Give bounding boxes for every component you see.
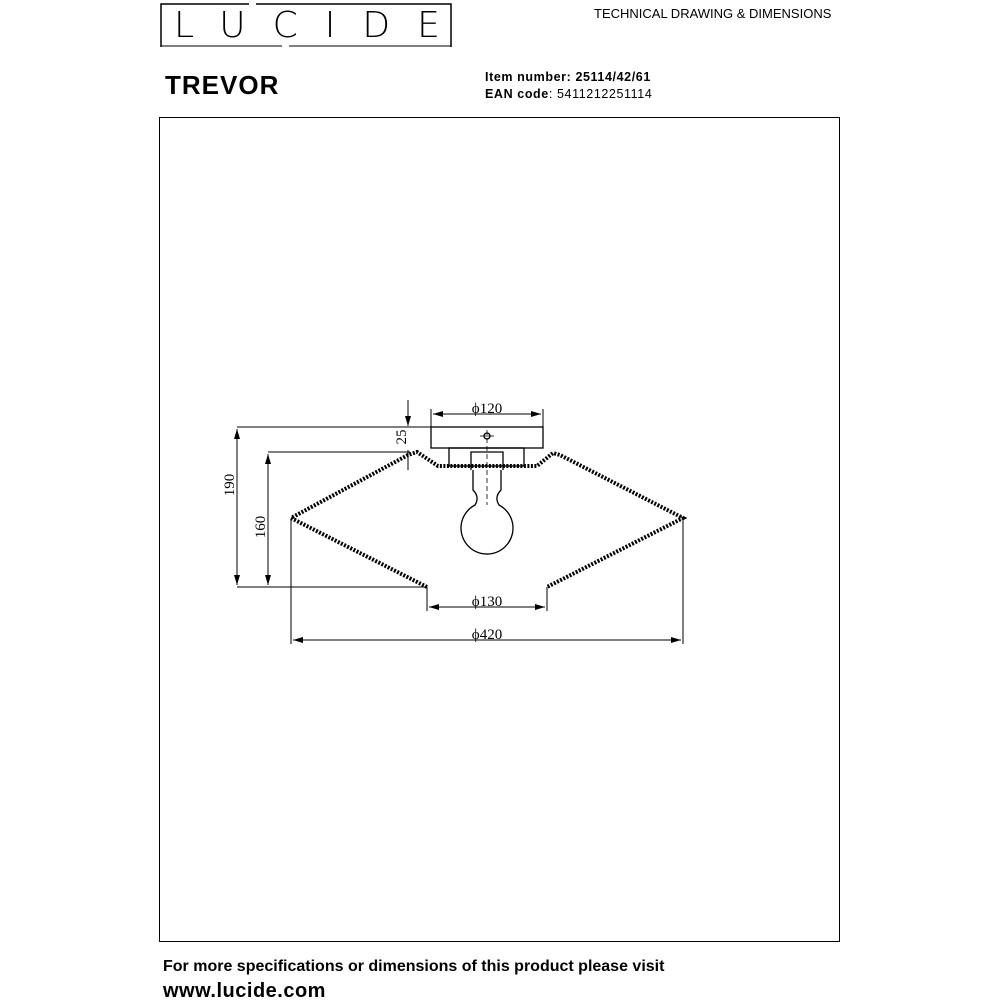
dim-bottom-opening: ϕ130 bbox=[472, 594, 502, 610]
dimension-lines bbox=[234, 400, 684, 644]
lucide-logo: LUCIDE bbox=[174, 5, 467, 46]
footer-text: For more specifications or dimensions of… bbox=[163, 958, 665, 975]
dim-shade-diameter: ϕ420 bbox=[472, 627, 502, 643]
item-number-value: 25114/42/61 bbox=[575, 70, 651, 84]
document-type: TECHNICAL DRAWING & DIMENSIONS bbox=[594, 6, 832, 21]
ean-label: EAN code bbox=[485, 87, 549, 101]
website-link[interactable]: www.lucide.com bbox=[163, 980, 326, 1002]
item-number-label: Item number: bbox=[485, 70, 572, 84]
item-number: Item number: 25114/42/61 bbox=[485, 70, 651, 84]
lamp-outline bbox=[286, 426, 688, 589]
dim-canopy-diameter: ϕ120 bbox=[472, 401, 502, 417]
dim-total-height: 190 bbox=[222, 474, 238, 497]
product-name: TREVOR bbox=[165, 70, 280, 100]
ean-code: EAN code: 5411212251114 bbox=[485, 87, 652, 101]
dim-shade-height: 160 bbox=[253, 516, 269, 539]
dim-canopy-height: 25 bbox=[394, 430, 410, 445]
lucide-logo-frame bbox=[160, 3, 452, 47]
ean-value: : 5411212251114 bbox=[548, 87, 653, 101]
drawing-frame bbox=[159, 117, 840, 942]
